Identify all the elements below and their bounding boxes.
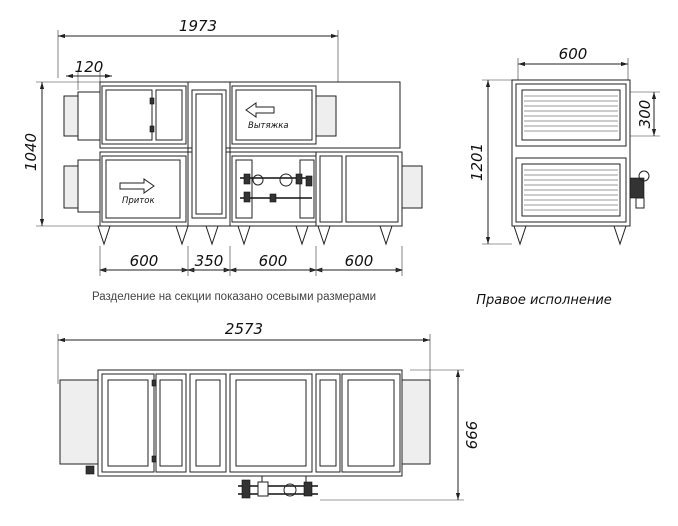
dim-section-3: 600 [259, 252, 288, 270]
valve-assembly-bottom [238, 476, 318, 499]
dim-height: 1040 [22, 133, 40, 171]
valve-actuator [629, 170, 650, 209]
front-view: 1973 120 1040 [22, 17, 423, 303]
plan-view: 2573 999 [57, 320, 480, 501]
sections-note: Разделение на секции показано осевыми ра… [92, 291, 376, 303]
dim-section-1: 600 [130, 252, 159, 270]
dimension-999: 999 [320, 369, 480, 501]
version-note: Правое исполнение [476, 293, 612, 308]
section-dimensions: 600 350 600 600 [99, 246, 403, 276]
dim-side-width: 600 [559, 45, 588, 63]
dimension-600-side: 600 [517, 45, 629, 80]
dimension-2573: 2573 [57, 320, 431, 384]
dim-side-height: 1201 [468, 143, 486, 181]
dim-section-2: 350 [195, 252, 224, 270]
dimension-120: 120 [66, 58, 112, 90]
dim-duct-height: 300 [636, 100, 654, 129]
dimension-300: 300 [630, 91, 660, 137]
dim-flange: 120 [75, 58, 104, 76]
mixing-valve-assembly [240, 173, 313, 203]
exhaust-label: Вытяжка [248, 121, 289, 131]
dim-overall-width: 1973 [179, 17, 217, 35]
duct-flange [63, 165, 79, 209]
supply-label: Приток [122, 196, 155, 206]
support-legs [97, 225, 393, 246]
dim-section-4: 600 [345, 252, 374, 270]
dimension-1040: 1040 [22, 81, 100, 227]
duct-flange [63, 95, 79, 137]
dim-plan-width: 2573 [225, 320, 263, 338]
dimension-1201: 1201 [468, 79, 512, 245]
side-view: 600 1201 300 [468, 45, 660, 308]
dim-plan-height: 999 [462, 421, 480, 450]
